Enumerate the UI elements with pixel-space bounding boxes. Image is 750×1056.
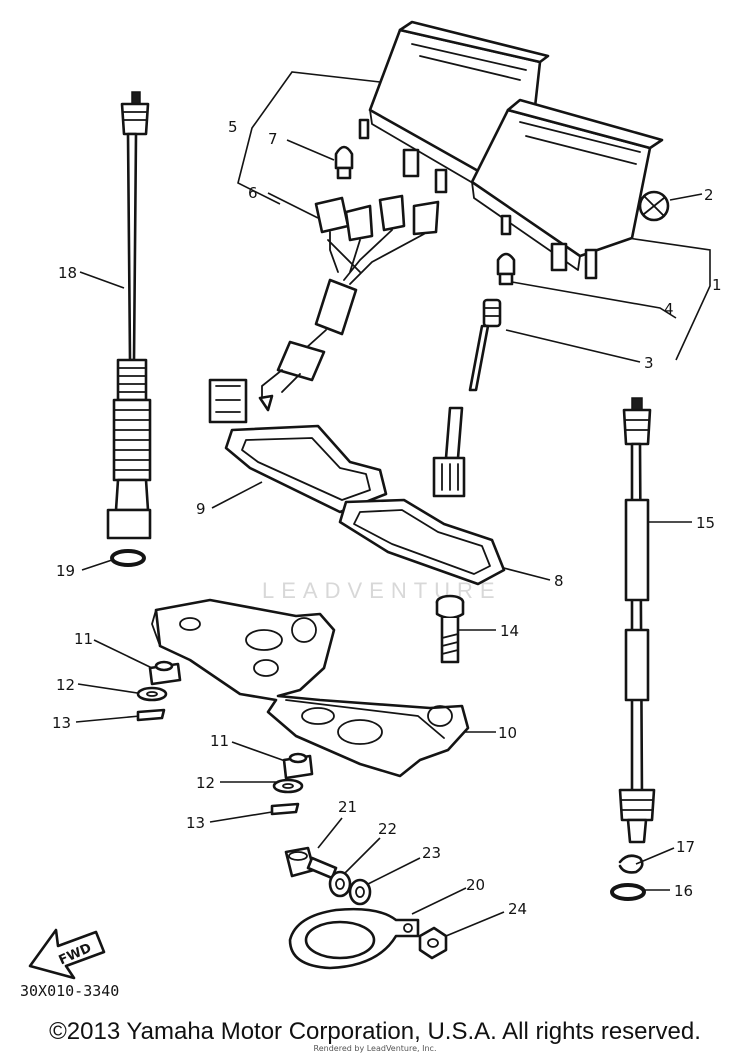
watermark-text: LEADVENTURE <box>262 578 502 603</box>
fwd-arrow-icon: FWD <box>28 928 106 980</box>
o-ring-left <box>110 549 146 567</box>
callout-5: 5 <box>228 118 238 136</box>
callout-17: 17 <box>676 838 695 856</box>
diagram-code: 30X010-3340 <box>20 982 119 1000</box>
callout-11a: 11 <box>74 630 93 648</box>
callout-11b: 11 <box>210 732 229 750</box>
o-ring-right <box>610 883 646 901</box>
socket-connector <box>432 406 466 498</box>
callout-6: 6 <box>248 184 258 202</box>
callout-10: 10 <box>498 724 517 742</box>
bolt <box>435 594 465 664</box>
screw <box>284 846 338 880</box>
speedometer-cable <box>618 397 656 844</box>
tachometer-cable <box>106 91 152 540</box>
grommet-set-upper <box>136 660 182 722</box>
callout-22: 22 <box>378 820 397 838</box>
meter-gasket-right <box>338 498 506 586</box>
circlip <box>618 854 644 874</box>
callout-numbers: 1 2 3 4 5 6 7 8 9 10 11 11 12 12 13 13 1… <box>52 118 722 918</box>
callout-19: 19 <box>56 562 75 580</box>
meter-gasket-left <box>224 424 388 514</box>
callout-21: 21 <box>338 798 357 816</box>
parts-diagram: LEADVENTURE <box>20 20 722 1000</box>
callout-2: 2 <box>704 186 714 204</box>
callout-23: 23 <box>422 844 441 862</box>
wire-harness <box>208 194 440 424</box>
callout-12b: 12 <box>196 774 215 792</box>
grommet-set-lower <box>270 752 314 816</box>
leader-lines <box>75 71 711 937</box>
callout-12a: 12 <box>56 676 75 694</box>
callout-1: 1 <box>712 276 722 294</box>
callout-13b: 13 <box>186 814 205 832</box>
callout-7: 7 <box>268 130 278 148</box>
callout-16: 16 <box>674 882 693 900</box>
meter-bracket <box>151 598 470 778</box>
callout-24: 24 <box>508 900 527 918</box>
callout-3: 3 <box>644 354 654 372</box>
rendered-by-text: Rendered by LeadVenture, Inc. <box>313 1044 437 1053</box>
indicator-bulb <box>496 252 516 286</box>
callout-8: 8 <box>554 572 564 590</box>
trip-reset-knob <box>638 190 670 222</box>
callout-15: 15 <box>696 514 715 532</box>
callout-9: 9 <box>196 500 206 518</box>
callout-13a: 13 <box>52 714 71 732</box>
callout-14: 14 <box>500 622 519 640</box>
callout-18: 18 <box>58 264 77 282</box>
meter-housing-lower <box>470 98 664 280</box>
callout-20: 20 <box>466 876 485 894</box>
callout-4: 4 <box>664 300 674 318</box>
meter-bulb-small <box>334 145 354 180</box>
washers <box>328 870 372 906</box>
nut <box>418 926 448 960</box>
copyright-notice: ©2013 Yamaha Motor Corporation, U.S.A. A… <box>49 1018 701 1045</box>
bulb-socket <box>468 298 502 392</box>
clamp <box>288 907 420 970</box>
